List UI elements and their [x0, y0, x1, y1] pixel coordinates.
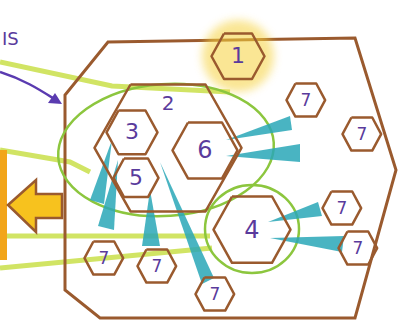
callout-number: 2 — [162, 93, 175, 113]
heading-fragment: IS — [2, 30, 19, 48]
hexagon-cell: 2 3 6 5 — [93, 83, 243, 213]
hexagon-cell: 5 — [112, 157, 160, 199]
signal-cones — [90, 116, 344, 284]
hexagon-path — [212, 33, 265, 78]
callout-number: 5 — [129, 167, 143, 189]
hexagon-path — [323, 191, 362, 224]
hexagon-path — [214, 197, 291, 263]
hexagon-path — [95, 85, 242, 212]
hexagon-cell: 7 — [194, 276, 236, 312]
hexagon-cell: 6 — [171, 121, 239, 180]
hexagon-path — [339, 231, 378, 264]
callout-number: 3 — [125, 121, 139, 143]
hexagon-path — [343, 117, 382, 150]
group-ellipse — [54, 77, 279, 224]
hexagon-cell: 4 — [212, 195, 292, 264]
hexagon-path — [196, 277, 235, 310]
callout-number: 7 — [337, 199, 348, 216]
callout-number: 7 — [152, 257, 163, 274]
arrow-head — [48, 93, 62, 104]
hexagon-path — [138, 249, 177, 282]
hexagon-cell: 7 — [341, 116, 383, 152]
callout-number: 6 — [197, 138, 212, 162]
callout-number: 7 — [301, 91, 312, 108]
hexagon-cell: 7 — [136, 248, 178, 284]
orange-bar — [0, 150, 7, 260]
hexagon-path — [114, 159, 159, 198]
callout-number: 7 — [99, 249, 110, 266]
hexagon-cell: 3 — [105, 109, 159, 156]
hexagon-cell: 7 — [337, 230, 379, 266]
group-circle — [205, 185, 299, 273]
hexagon-path — [173, 122, 238, 178]
hexagon-cell: 7 — [285, 82, 327, 118]
hexagon-path — [287, 83, 326, 116]
callout-number: 7 — [210, 285, 221, 302]
hexagon-path — [85, 241, 124, 274]
orange-arrow — [8, 180, 62, 232]
glow — [202, 20, 274, 92]
hexagon-cell: 1 — [210, 32, 266, 80]
hexagon-cell: 7 — [83, 240, 125, 276]
pointer-arrow — [0, 72, 56, 100]
callout-number: 7 — [357, 125, 368, 142]
hexagon-cell: 7 — [321, 190, 363, 226]
callout-number: 4 — [244, 218, 259, 242]
callout-number: 1 — [231, 45, 245, 67]
hexagon-path — [107, 110, 158, 154]
callout-number: 7 — [353, 239, 364, 256]
